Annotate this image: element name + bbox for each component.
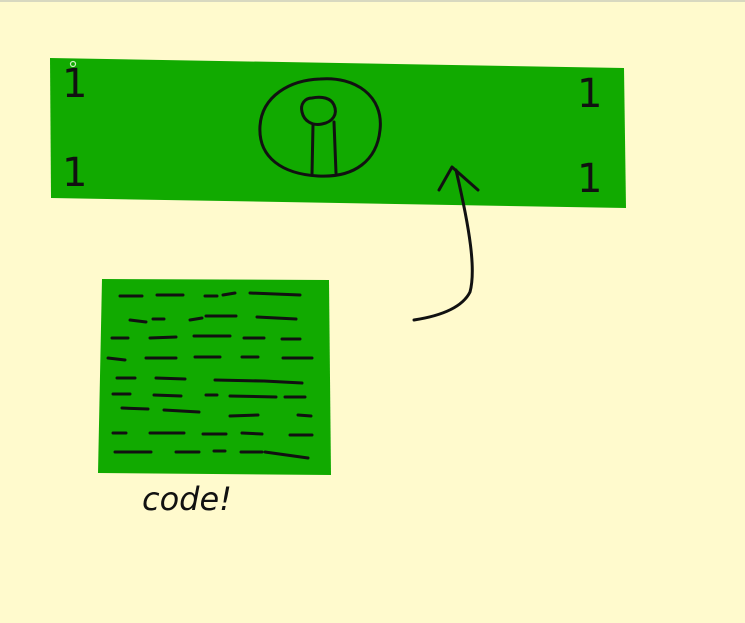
corner-numeral-top-right: 1: [577, 71, 602, 117]
corner-numeral-top-left: 1: [62, 61, 87, 107]
portrait-medallion-icon: [258, 77, 382, 178]
banknote: 1 1 1 1: [50, 58, 626, 208]
corner-numeral-bottom-left: 1: [62, 150, 87, 196]
code-block-body: [98, 279, 331, 475]
code-block: [98, 279, 331, 475]
code-caption: code!: [142, 480, 232, 518]
corner-numeral-bottom-right: 1: [577, 156, 602, 202]
curved-arrow-up-icon: [412, 165, 480, 322]
banknote-body: [50, 58, 626, 208]
text-lines-icon: [106, 291, 314, 460]
corner-dot-icon: [69, 60, 77, 68]
